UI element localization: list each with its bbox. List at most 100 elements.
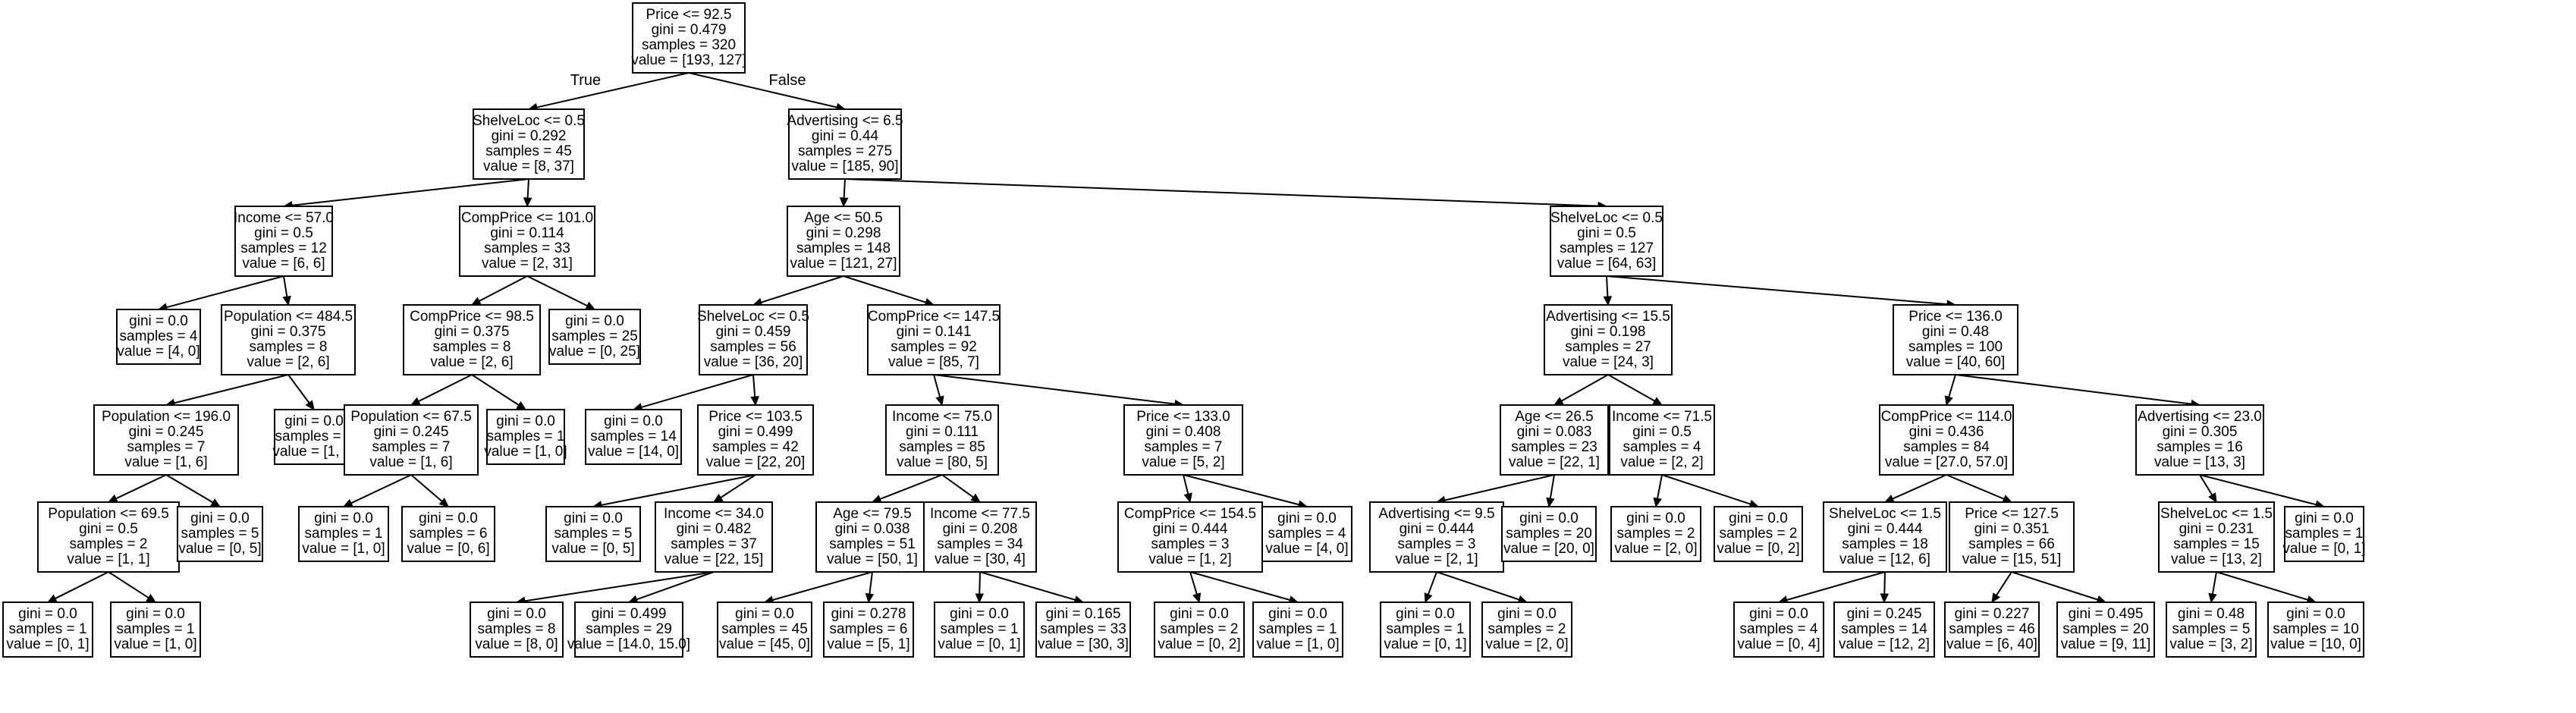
- node-box: [1481, 601, 1572, 658]
- node-text-line: value = [13, 3]: [2154, 454, 2245, 470]
- tree-edge: [410, 374, 473, 406]
- node-box: [221, 304, 356, 375]
- node-text-line: samples = 51: [829, 536, 916, 552]
- node-text-line: gini = 0.0: [564, 510, 623, 526]
- node-text-line: samples = 1: [305, 526, 383, 542]
- tree-edge: [933, 374, 1185, 409]
- node-text-line: samples = 148: [796, 240, 891, 256]
- node-box: [116, 309, 201, 365]
- node-text-line: Advertising <= 15.5: [1546, 309, 1670, 325]
- node-text-line: gini = 0.5: [1632, 424, 1692, 440]
- tree-edge: [1661, 474, 1760, 508]
- node-text-line: value = [2, 6]: [247, 354, 329, 370]
- node-text-line: samples = 1: [1387, 621, 1465, 637]
- edge-line: [410, 474, 443, 502]
- node-text-line: ShelveLoc <= 1.5: [2160, 506, 2273, 522]
- node-text-line: Income <= 75.0: [892, 409, 992, 425]
- node-text-line: Population <= 484.5: [224, 309, 353, 325]
- edge-line: [165, 474, 214, 504]
- node-text-line: Income <= 71.5: [1612, 409, 1712, 425]
- node-text-line: gini = 0.48: [1922, 324, 1989, 340]
- arrowhead: [210, 498, 221, 507]
- node-text-line: gini = 0.0: [1268, 606, 1327, 622]
- node-box: [1944, 601, 2040, 658]
- node-text-line: value = [6, 6]: [242, 256, 325, 272]
- edge-line: [1436, 571, 1519, 601]
- edge-line: [1657, 474, 1663, 499]
- node-box: [1823, 501, 1947, 573]
- arrowhead: [342, 498, 353, 507]
- node-text-line: gini = 0.444: [1153, 521, 1228, 537]
- edge-line: [108, 571, 149, 598]
- node-text-line: gini = 0.245: [1847, 606, 1922, 622]
- edge-line: [479, 275, 528, 302]
- node-text-line: gini = 0.208: [943, 521, 1018, 537]
- edge-line: [1948, 374, 1956, 397]
- tree-edge: [410, 474, 449, 507]
- node-text-line: value = [2, 0]: [1485, 636, 1568, 652]
- node-text-line: gini = 0.038: [835, 521, 910, 537]
- tree-edge: [1946, 474, 2013, 503]
- node-text-line: samples = 1: [1259, 621, 1337, 637]
- tree-edge: [1991, 571, 2012, 604]
- arrowhead: [1192, 592, 1202, 604]
- node-text-line: gini = 0.44: [812, 128, 879, 144]
- node-text-line: samples = 127: [1560, 240, 1654, 256]
- node-box: [1550, 206, 1663, 277]
- node-box: [717, 601, 812, 658]
- arrowhead: [935, 395, 944, 407]
- edge-line: [1189, 571, 1198, 595]
- node-box: [923, 501, 1037, 573]
- edge-line: [536, 72, 690, 108]
- edge-line: [2211, 571, 2217, 595]
- tree-edge: False: [688, 72, 847, 112]
- node-box: [1035, 601, 1131, 658]
- edge-line: [1892, 474, 1947, 500]
- node-text-line: samples = 85: [899, 439, 985, 455]
- node-text-line: samples = 2: [1488, 621, 1566, 637]
- tree-edge: [1436, 571, 1528, 604]
- node-text-line: value = [24, 3]: [1563, 354, 1654, 370]
- arrowhead: [1553, 397, 1564, 406]
- node-text-line: gini = 0.0: [1170, 606, 1229, 622]
- node-text-line: value = [1, 6]: [369, 454, 452, 470]
- node-text-line: samples = 45: [721, 621, 808, 637]
- arrowhead: [523, 197, 532, 208]
- node-text-line: samples = 42: [712, 439, 799, 455]
- node-text-line: ShelveLoc <= 0.5: [1550, 210, 1663, 226]
- node-box: [632, 2, 746, 74]
- tree-edge: [933, 374, 944, 407]
- node-box: [1893, 304, 2018, 375]
- node-text-line: samples = 33: [484, 240, 570, 256]
- node-text-line: gini = 0.444: [1400, 521, 1475, 537]
- edge-line: [1661, 474, 1751, 505]
- tree-edge: [470, 275, 528, 306]
- tree-edge: [1189, 571, 1202, 604]
- node-text-line: value = [0, 4]: [1737, 636, 1820, 652]
- node-text-line: gini = 0.141: [897, 324, 972, 340]
- node-text-line: gini = 0.198: [1571, 324, 1646, 340]
- node-text-line: samples = 1: [941, 621, 1019, 637]
- node-text-line: value = [1, 6]: [124, 454, 207, 470]
- node-box: [1833, 601, 1935, 658]
- edge-line: [601, 474, 756, 506]
